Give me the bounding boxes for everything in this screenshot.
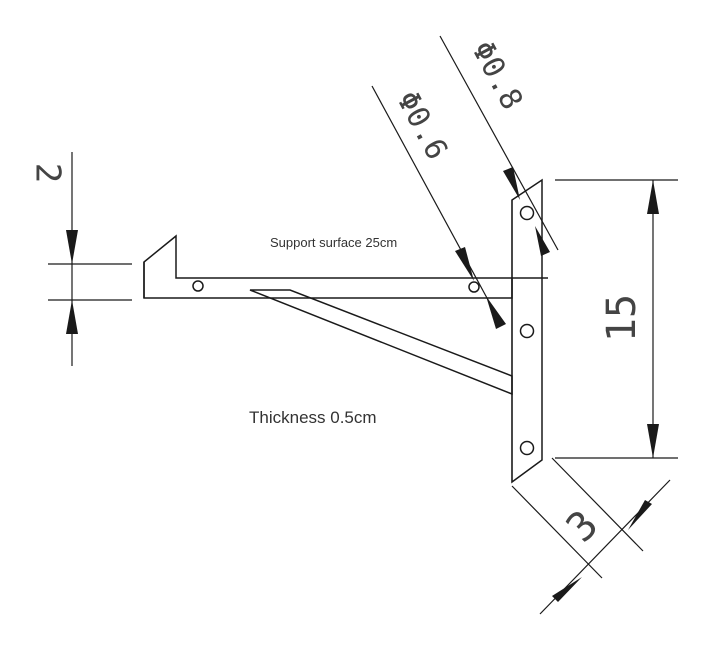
plate-hole-top [519, 205, 535, 221]
diagonal-brace [249, 289, 513, 396]
dim-width: 3 [511, 457, 671, 615]
dim-hole-small-label: Φ0.6 [389, 85, 454, 165]
wall-plate [511, 178, 543, 484]
plate-hole-middle [519, 323, 535, 339]
dim-top-gap: 2 [28, 152, 132, 366]
dim-top-gap-label: 2 [28, 163, 68, 183]
dim-hole-small: Φ0.6 [371, 85, 506, 329]
dim-width-label: 3 [558, 502, 608, 552]
arm-hole-right [468, 281, 480, 293]
plate-hole-bottom [519, 440, 535, 456]
dim-height-label: 15 [599, 294, 645, 342]
arm-hole-left [192, 280, 204, 292]
thickness-note: Thickness 0.5cm [249, 408, 377, 427]
dim-hole-large: Φ0.8 [439, 35, 559, 256]
support-surface-note: Support surface 25cm [270, 235, 397, 250]
dim-height: 15 [555, 179, 678, 459]
dim-hole-large-label: Φ0.8 [464, 35, 529, 115]
